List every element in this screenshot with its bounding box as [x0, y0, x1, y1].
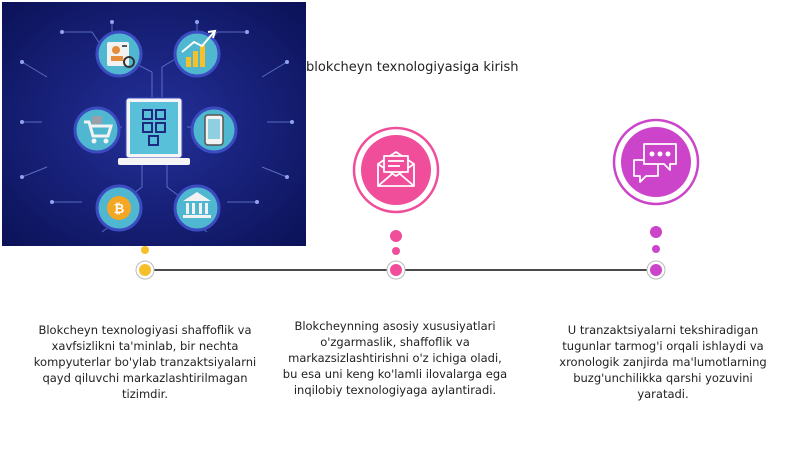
svg-text:₿: ₿	[114, 202, 125, 217]
stage-3-description: U tranzaktsiyalarni tekshiradigan tugunl…	[559, 323, 767, 401]
stage-3-marker-ring	[646, 260, 666, 280]
stage-3-connector-dot-large	[650, 226, 662, 238]
stage-3-connector-dot-small	[652, 245, 660, 253]
bitcoin-icon: ₿	[95, 184, 143, 232]
blockchain-hero-image: ₿	[2, 2, 306, 246]
id-card-icon	[95, 30, 143, 78]
envelope-mail-icon	[377, 151, 415, 187]
stage-3-marker	[650, 264, 662, 276]
stage-1-description: Blokcheyn texnologiyasi shaffoflik va xa…	[33, 323, 257, 401]
chat-bubbles-icon	[633, 143, 677, 183]
stage-1-connector-dot	[141, 246, 149, 254]
blockchain-illustration: ₿	[2, 2, 306, 246]
stage-2-connector-dot-small	[392, 247, 400, 255]
slide-title: blokcheyn texnologiyasiga kirish	[306, 60, 519, 75]
laptop-blockchain-cubes-icon	[118, 97, 190, 165]
bank-icon	[173, 184, 221, 232]
shopping-cart-icon	[73, 106, 121, 154]
stage-2-connector-dot-large	[390, 230, 402, 242]
circuit-dots	[20, 20, 294, 204]
stage-2-description: Blokcheynning asosiy xususiyatlari o'zga…	[282, 319, 508, 397]
stage-2-icon-circle	[352, 126, 440, 214]
stage-2-marker-ring	[386, 260, 406, 280]
growth-chart-icon	[173, 29, 221, 78]
smartphone-icon	[190, 106, 238, 154]
stage-1-marker	[139, 264, 151, 276]
stage-3-icon-circle	[612, 118, 700, 206]
stage-2-marker	[390, 264, 402, 276]
stage-1-marker-ring	[135, 260, 155, 280]
